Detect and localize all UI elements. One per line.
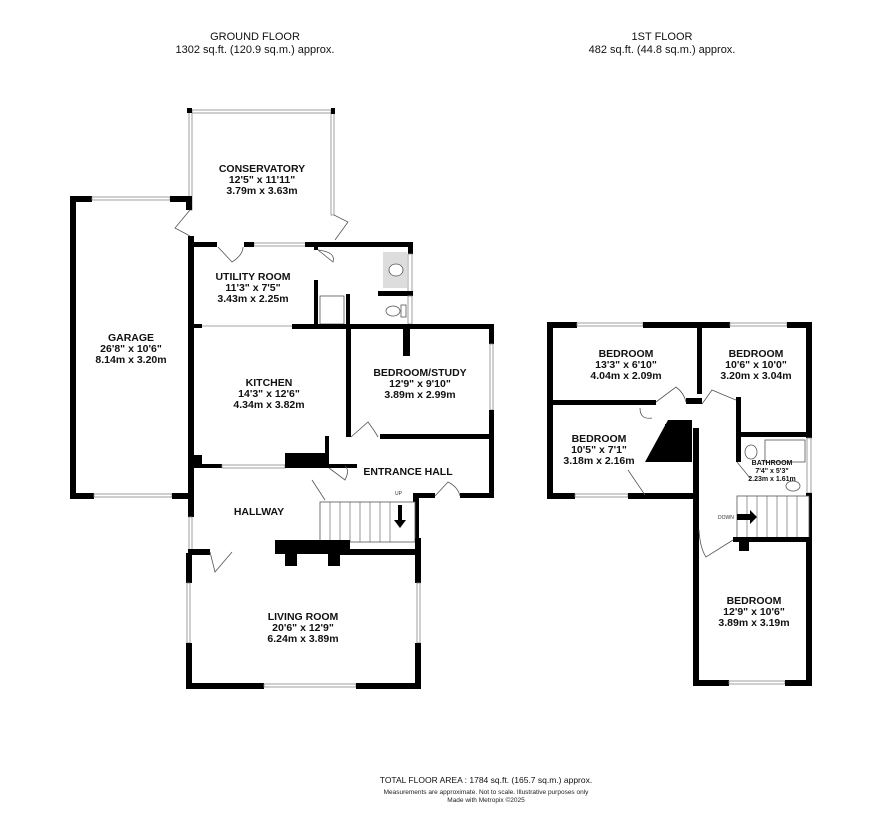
arrow-down-icon — [394, 505, 406, 528]
garage-door — [93, 493, 173, 498]
room-conservatory: CONSERVATORY 12'5" x 11'11" 3.79m x 3.63… — [219, 163, 305, 197]
room-bedroom-4: BEDROOM 12'9" x 10'6" 3.89m x 3.19m — [718, 595, 789, 629]
room-hallway: HALLWAY — [234, 506, 284, 518]
door — [209, 551, 233, 573]
svg-text:BATHROOM: BATHROOM — [752, 460, 793, 467]
svg-text:12'5" x 11'11": 12'5" x 11'11" — [229, 174, 295, 186]
svg-text:LIVING ROOM: LIVING ROOM — [268, 611, 339, 623]
svg-text:BEDROOM: BEDROOM — [727, 595, 782, 607]
toilet-icon — [385, 305, 401, 317]
room-utility: UTILITY ROOM 11'3" x 7'5" 3.43m x 2.25m — [215, 271, 290, 305]
svg-text:4.04m x 2.09m: 4.04m x 2.09m — [590, 370, 661, 382]
shower-icon — [319, 295, 345, 325]
svg-text:7'4" x 5'3": 7'4" x 5'3" — [755, 468, 788, 475]
svg-text:4.34m x 3.82m: 4.34m x 3.82m — [233, 399, 304, 411]
door — [736, 461, 751, 479]
svg-text:BEDROOM: BEDROOM — [729, 348, 784, 360]
svg-text:GARAGE: GARAGE — [108, 332, 154, 344]
ground-floor-title: GROUND FLOOR — [210, 31, 300, 43]
svg-text:3.43m x 2.25m: 3.43m x 2.25m — [217, 293, 288, 305]
room-garage: GARAGE 26'8" x 10'6" 8.14m x 3.20m — [95, 332, 166, 366]
svg-text:11'3" x 7'5": 11'3" x 7'5" — [225, 282, 280, 294]
door — [217, 246, 244, 263]
svg-text:3.18m x 2.16m: 3.18m x 2.16m — [563, 455, 634, 467]
door — [655, 386, 687, 403]
svg-text:BEDROOM/STUDY: BEDROOM/STUDY — [373, 367, 466, 379]
door — [701, 389, 737, 405]
svg-text:3.20m x 3.04m: 3.20m x 3.04m — [720, 370, 791, 382]
door — [174, 209, 191, 237]
svg-text:2.23m x 1.61m: 2.23m x 1.61m — [748, 476, 795, 483]
ground-floor-plan: UP — [70, 108, 494, 689]
svg-text:CONSERVATORY: CONSERVATORY — [219, 163, 305, 175]
basin-icon — [785, 480, 801, 492]
door — [627, 469, 646, 496]
svg-text:10'6" x 10'0": 10'6" x 10'0" — [725, 359, 787, 371]
conservatory-window — [188, 109, 193, 211]
stairs-down-label: DOWN — [718, 515, 734, 521]
svg-text:3.79m x 3.63m: 3.79m x 3.63m — [226, 185, 297, 197]
bath-icon — [764, 439, 806, 463]
arrow-right-icon — [737, 510, 757, 524]
room-living-room: LIVING ROOM 20'6" x 12'9" 6.24m x 3.89m — [267, 611, 338, 645]
room-bedroom-2: BEDROOM 10'6" x 10'0" 3.20m x 3.04m — [720, 348, 791, 382]
door — [350, 421, 379, 438]
svg-text:12'9" x 9'10": 12'9" x 9'10" — [389, 378, 451, 390]
svg-text:KITCHEN: KITCHEN — [246, 377, 293, 389]
svg-text:BEDROOM: BEDROOM — [572, 433, 627, 445]
svg-text:13'3" x 6'10": 13'3" x 6'10" — [595, 359, 657, 371]
room-bedroom-study: BEDROOM/STUDY 12'9" x 9'10" 3.89m x 2.99… — [373, 367, 466, 401]
conservatory-window — [330, 109, 335, 216]
toilet-icon — [744, 444, 758, 460]
svg-text:8.14m x 3.20m: 8.14m x 3.20m — [95, 354, 166, 366]
door — [639, 407, 653, 419]
first-floor-area: 482 sq.ft. (44.8 sq.m.) approx. — [589, 44, 736, 56]
room-bathroom: BATHROOM 7'4" x 5'3" 2.23m x 1.61m — [748, 460, 795, 483]
door — [698, 529, 734, 558]
svg-text:10'5" x 7'1": 10'5" x 7'1" — [571, 444, 627, 456]
room-kitchen: KITCHEN 14'3" x 12'6" 4.34m x 3.82m — [233, 377, 304, 411]
svg-text:3.89m x 3.19m: 3.89m x 3.19m — [718, 617, 789, 629]
svg-text:20'6" x 12'9": 20'6" x 12'9" — [272, 622, 334, 634]
credit: Made with Metropix ©2025 — [447, 796, 525, 804]
door — [328, 465, 348, 481]
staircase — [319, 501, 416, 543]
svg-text:12'9" x 10'6": 12'9" x 10'6" — [723, 606, 785, 618]
conservatory-window — [188, 109, 335, 114]
svg-text:BEDROOM: BEDROOM — [599, 348, 654, 360]
svg-text:6.24m x 3.89m: 6.24m x 3.89m — [267, 633, 338, 645]
chimney-breast — [645, 420, 692, 462]
staircase — [736, 495, 810, 540]
first-floor-title: 1ST FLOOR — [632, 31, 693, 43]
svg-text:14'3" x 12'6": 14'3" x 12'6" — [238, 388, 300, 400]
door — [333, 214, 349, 241]
garage-window — [91, 196, 171, 201]
disclaimer: Measurements are approximate. Not to sca… — [384, 789, 590, 796]
svg-text:UTILITY ROOM: UTILITY ROOM — [215, 271, 290, 283]
stairs-up-label: UP — [395, 491, 403, 497]
room-bedroom-1: BEDROOM 13'3" x 6'10" 4.04m x 2.09m — [590, 348, 661, 382]
door — [317, 249, 334, 263]
door — [434, 481, 461, 497]
svg-text:3.89m x 2.99m: 3.89m x 2.99m — [384, 389, 455, 401]
room-bedroom-3: BEDROOM 10'5" x 7'1" 3.18m x 2.16m — [563, 433, 634, 467]
ground-floor-area: 1302 sq.ft. (120.9 sq.m.) approx. — [176, 44, 335, 56]
room-entrance-hall: ENTRANCE HALL — [363, 466, 453, 478]
total-floor-area: TOTAL FLOOR AREA : 1784 sq.ft. (165.7 sq… — [380, 775, 592, 785]
svg-text:26'8" x 10'6": 26'8" x 10'6" — [100, 343, 162, 355]
first-floor-plan: DOWN — [547, 322, 812, 686]
door — [311, 479, 326, 501]
